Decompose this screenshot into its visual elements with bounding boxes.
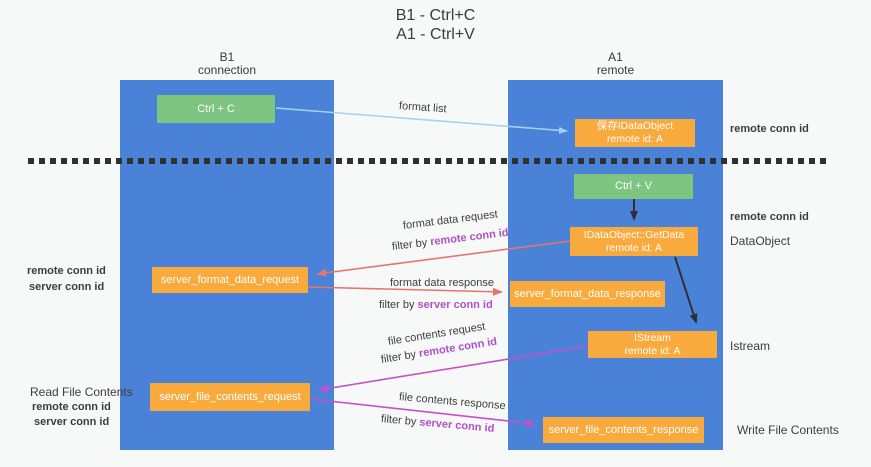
node-istream-line1: IStream — [634, 331, 671, 344]
annotation-server-conn-id-left-top: server conn id — [29, 281, 105, 293]
filter-prefix-4: filter by — [380, 413, 420, 429]
annotation-istream: Istream — [730, 339, 771, 353]
annotation-dataobject: DataObject — [730, 234, 791, 248]
lane-header-b1: B1 connection — [120, 51, 334, 77]
node-getdata-line1: IDataObject::GetData — [583, 228, 685, 241]
node-getdata-line2: remote id: A — [605, 241, 663, 254]
filter-id-server-conn-id-1: server conn id — [417, 299, 493, 311]
node-istream: IStream remote id: A — [588, 331, 717, 358]
filter-id-remote-conn-id-1: remote conn id — [429, 226, 510, 249]
edge-label-filter-server-2: filter by server conn id — [380, 413, 494, 435]
node-ctrl-v-label: Ctrl + V — [615, 180, 652, 192]
annotation-server-conn-id-left-bottom: server conn id — [34, 416, 110, 428]
diagram-title-line1: B1 - Ctrl+C — [395, 7, 476, 24]
filter-prefix-3: filter by — [380, 348, 420, 366]
diagram-title: B1 - Ctrl+C A1 - Ctrl+V — [0, 6, 871, 44]
filter-prefix-1: filter by — [391, 236, 431, 253]
filter-prefix-2: filter by — [379, 299, 418, 311]
node-ctrl-c: Ctrl + C — [157, 95, 275, 123]
node-store-dataobject-line1: 保存IDataObject — [596, 120, 674, 132]
diagram-title-line2: A1 - Ctrl+V — [396, 26, 475, 43]
node-server-format-data-request-label: server_format_data_request — [160, 273, 300, 286]
lane-header-a1: A1 remote — [508, 51, 723, 77]
node-server-format-data-response: server_format_data_response — [510, 281, 665, 307]
edge-label-file-contents-response: file contents response — [398, 391, 507, 413]
node-ctrl-v: Ctrl + V — [574, 174, 693, 199]
node-server-file-contents-response: server_file_contents_response — [543, 417, 704, 443]
node-server-format-data-response-label: server_format_data_response — [514, 287, 661, 300]
lane-a1-name: A1 — [608, 50, 623, 64]
node-getdata: IDataObject::GetData remote id: A — [570, 227, 698, 256]
lane-a1-role: remote — [596, 63, 635, 77]
edge-label-filter-server-1: filter by server conn id — [379, 299, 493, 311]
node-istream-line2: remote id: A — [624, 344, 681, 357]
node-ctrl-c-label: Ctrl + C — [197, 102, 235, 115]
annotation-read-file-contents: Read File Contents — [30, 385, 133, 399]
node-server-file-contents-response-label: server_file_contents_response — [548, 423, 699, 436]
node-server-file-contents-request: server_file_contents_request — [150, 383, 310, 411]
edge-label-format-data-request: format data request — [402, 208, 499, 232]
annotation-remote-conn-id-right-mid: remote conn id — [730, 211, 809, 223]
node-store-dataobject: 保存IDataObject remote id: A — [575, 119, 695, 147]
annotation-remote-conn-id-left-top: remote conn id — [27, 265, 106, 277]
filter-id-server-conn-id-2: server conn id — [418, 416, 495, 435]
annotation-write-file-contents: Write File Contents — [737, 423, 839, 437]
lane-b1-name: B1 — [219, 50, 235, 64]
annotation-remote-conn-id-right-top: remote conn id — [730, 123, 809, 135]
edge-label-format-list: format list — [398, 100, 447, 116]
edge-label-format-data-response: format data response — [390, 277, 494, 289]
annotation-remote-conn-id-left-bottom: remote conn id — [32, 401, 111, 413]
node-server-format-data-request: server_format_data_request — [152, 267, 308, 293]
node-store-dataobject-line2: remote id: A — [606, 133, 664, 145]
lane-b1-role: connection — [197, 63, 257, 77]
node-server-file-contents-request-label: server_file_contents_request — [159, 390, 301, 403]
